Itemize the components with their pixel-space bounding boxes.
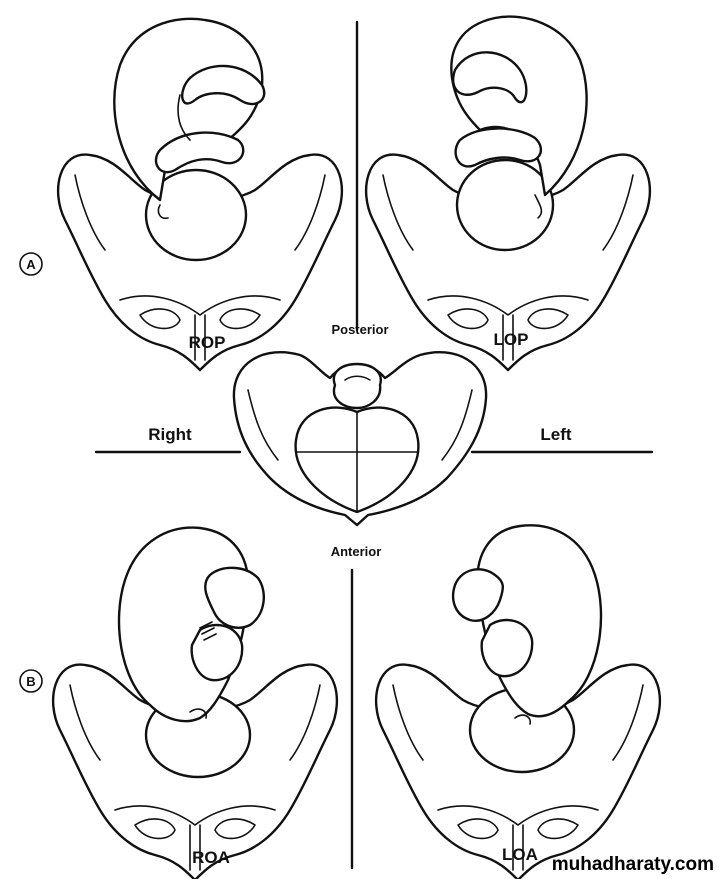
label-lop: LOP [494, 330, 529, 349]
watermark: muhadharaty.com [552, 854, 714, 875]
figure-loa [374, 524, 662, 879]
label-posterior: Posterior [331, 322, 388, 337]
panel-marker-a: A [19, 252, 43, 276]
panel-marker-b: B [19, 669, 43, 693]
label-loa: LOA [502, 845, 538, 864]
svg-text:B: B [26, 674, 35, 689]
figure-rop [56, 17, 344, 372]
label-anterior: Anterior [331, 544, 382, 559]
center-pelvis [232, 350, 488, 527]
label-rop: ROP [189, 333, 226, 352]
label-roa: ROA [192, 848, 230, 867]
label-right: Right [148, 425, 192, 444]
svg-text:A: A [26, 257, 36, 272]
label-left: Left [540, 425, 572, 444]
figure-lop [364, 15, 652, 372]
figure-roa [51, 526, 339, 879]
